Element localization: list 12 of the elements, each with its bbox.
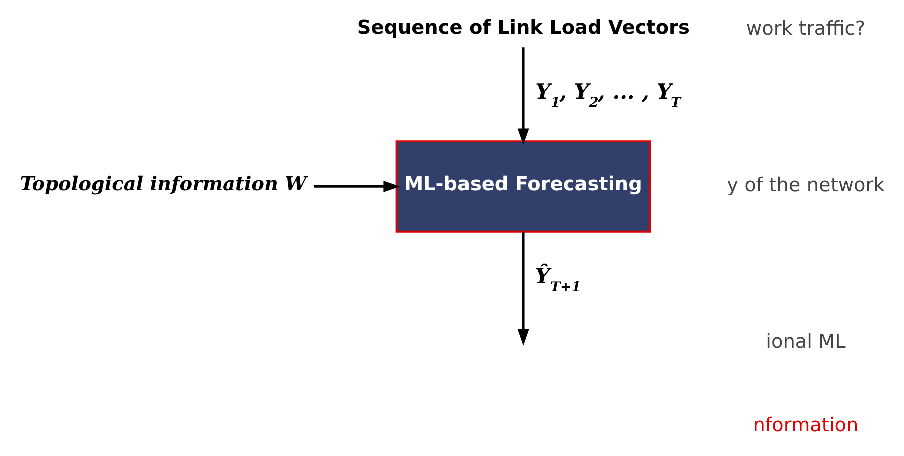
arrow: [518, 47, 530, 145]
arrow: [518, 232, 530, 346]
node-text: Sequence of Link Load Vectors: [357, 15, 690, 38]
arrow: [314, 180, 400, 192]
label: nformation: [753, 413, 859, 436]
label: ional ML: [766, 330, 846, 353]
edge-label: Y$_{1}$, Y$_{2}$, ... , Y$_{T}$: [536, 78, 682, 110]
edge-label: Ŷ$_{T+1}$: [535, 262, 582, 295]
node-text: Topological information W: [20, 172, 307, 196]
node-box: ML-based Forecasting: [396, 140, 652, 232]
label: y of the network: [727, 173, 885, 196]
label: work traffic?: [746, 16, 866, 40]
